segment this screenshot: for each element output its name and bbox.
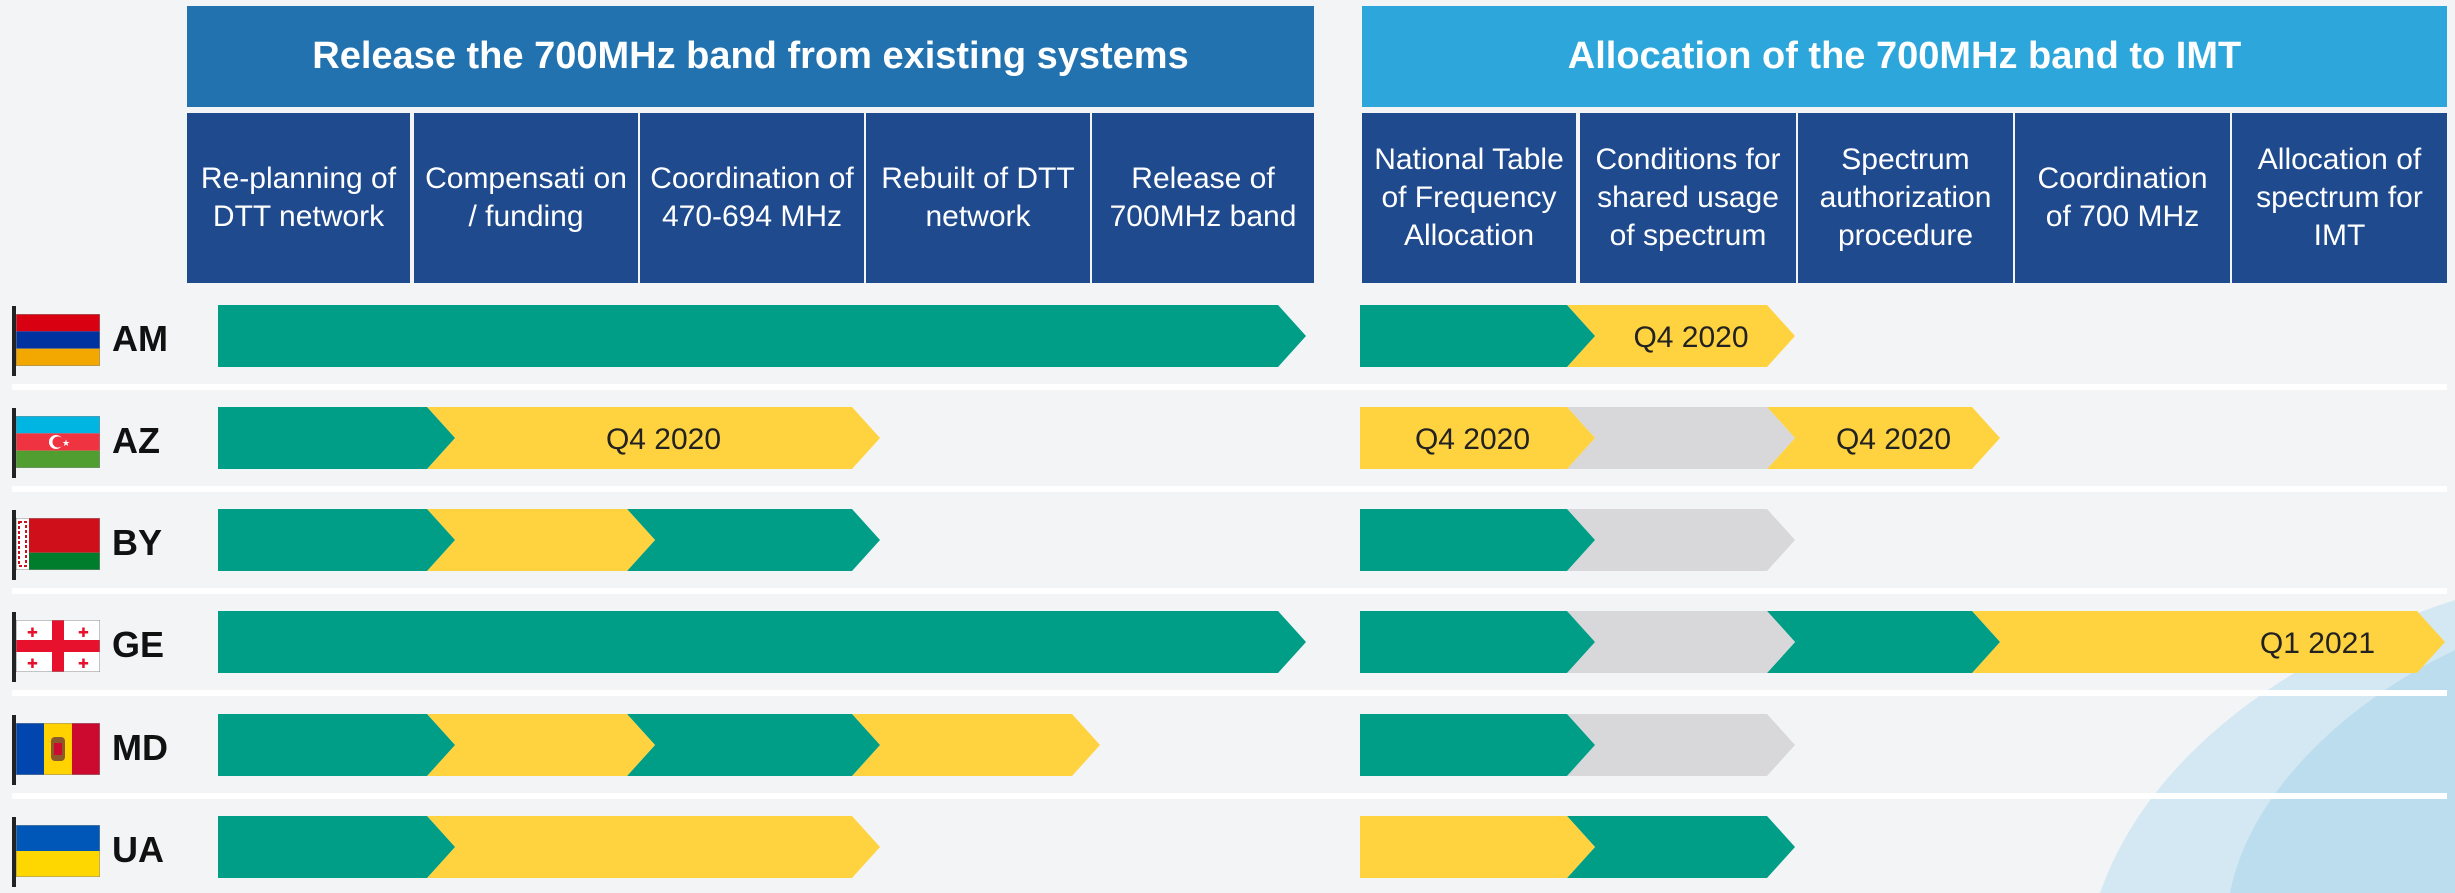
segment-date-label: Q4 2020	[1633, 321, 1748, 354]
segment-date-label: Q4 2020	[1415, 423, 1530, 456]
columns_right-column-header-4: Coordination of 700 MHz	[2015, 113, 2230, 283]
right-segment-green	[1567, 816, 1795, 878]
row-separator	[12, 588, 2447, 594]
right-segment-green	[1360, 305, 1595, 367]
country-code: AZ	[112, 420, 160, 461]
left-segment-yellow	[427, 714, 655, 776]
columns_right-column-header-1: National Table of Frequency Allocation	[1362, 113, 1576, 283]
segment-date-label: Q1 2021	[2260, 627, 2375, 660]
right-segment-grey	[1567, 407, 1795, 469]
left-segment-yellow	[852, 714, 1100, 776]
left-segment-yellow	[427, 509, 655, 571]
svg-text:✚: ✚	[78, 656, 89, 671]
right-segment-yellow: Q4 2020	[1767, 407, 2000, 469]
left-segment-green	[218, 611, 1306, 673]
columns_left-column-header-1: Re-planning of DTT network	[187, 113, 410, 283]
country-code: BY	[112, 522, 163, 563]
segment-date-label: Q4 2020	[606, 423, 721, 456]
svg-text:✚: ✚	[27, 656, 38, 671]
segment-date-label: Q4 2020	[1836, 423, 1951, 456]
left-segment-yellow	[427, 816, 880, 878]
country-code: MD	[112, 727, 168, 768]
flag-pole	[12, 306, 16, 376]
right-section-header: Allocation of the 700MHz band to IMT	[1362, 6, 2447, 107]
left-segment-green	[218, 509, 455, 571]
columns_left-column-header-3: Coordination of 470-694 MHz	[640, 113, 864, 283]
columns_right-column-header-5: Allocation of spectrum for IMT	[2232, 113, 2447, 283]
flag-azerbaijan-icon: ★	[15, 415, 101, 469]
flag-moldova-icon	[15, 722, 101, 776]
left-segment-green	[627, 714, 880, 776]
right-segment-grey	[1567, 509, 1795, 571]
country-code: GE	[112, 624, 165, 665]
row-separator	[12, 384, 2447, 390]
left-segment-green	[218, 816, 455, 878]
left-segment-green	[218, 407, 455, 469]
left-segment-yellow: Q4 2020	[427, 407, 880, 469]
columns_right-column-header-2: Conditions for shared usage of spectrum	[1580, 113, 1796, 283]
right-segment-grey	[1567, 611, 1795, 673]
right-segment-yellow: Q1 2021	[1972, 611, 2445, 673]
left-section-header: Release the 700MHz band from existing sy…	[187, 6, 1314, 107]
right-segment-yellow	[1360, 816, 1595, 878]
columns_left-column-header-2: Compensati on / funding	[414, 113, 638, 283]
country-code: UA	[112, 829, 164, 870]
left-segment-green	[218, 305, 1306, 367]
right-segment-green	[1360, 509, 1595, 571]
flag-belarus-icon	[15, 517, 101, 571]
columns_left-column-header-4: Rebuilt of DTT network	[866, 113, 1090, 283]
flag-pole	[12, 817, 16, 887]
flag-pole	[12, 510, 16, 580]
svg-text:✚: ✚	[78, 625, 89, 640]
flag-pole	[12, 612, 16, 682]
right-segment-grey	[1567, 714, 1795, 776]
flag-pole	[12, 408, 16, 478]
flag-pole	[12, 715, 16, 785]
right-segment-green	[1360, 611, 1595, 673]
left-segment-green	[218, 714, 455, 776]
row-separator	[12, 486, 2447, 492]
row-separator	[12, 793, 2447, 799]
flag-georgia-icon: ✚ ✚ ✚ ✚	[15, 619, 101, 673]
right-segment-green	[1360, 714, 1595, 776]
right-segment-yellow: Q4 2020	[1360, 407, 1595, 469]
right-segment-yellow: Q4 2020	[1567, 305, 1795, 367]
columns_right-column-header-3: Spectrum authorization procedure	[1798, 113, 2013, 283]
flag-ukraine-icon	[15, 824, 101, 878]
svg-text:✚: ✚	[27, 625, 38, 640]
flag-armenia-icon	[15, 313, 101, 367]
columns_left-column-header-5: Release of 700MHz band	[1092, 113, 1314, 283]
country-code: AM	[112, 318, 168, 359]
left-segment-green	[627, 509, 880, 571]
svg-text:★: ★	[62, 438, 70, 448]
row-separator	[12, 690, 2447, 696]
right-segment-green	[1767, 611, 2000, 673]
